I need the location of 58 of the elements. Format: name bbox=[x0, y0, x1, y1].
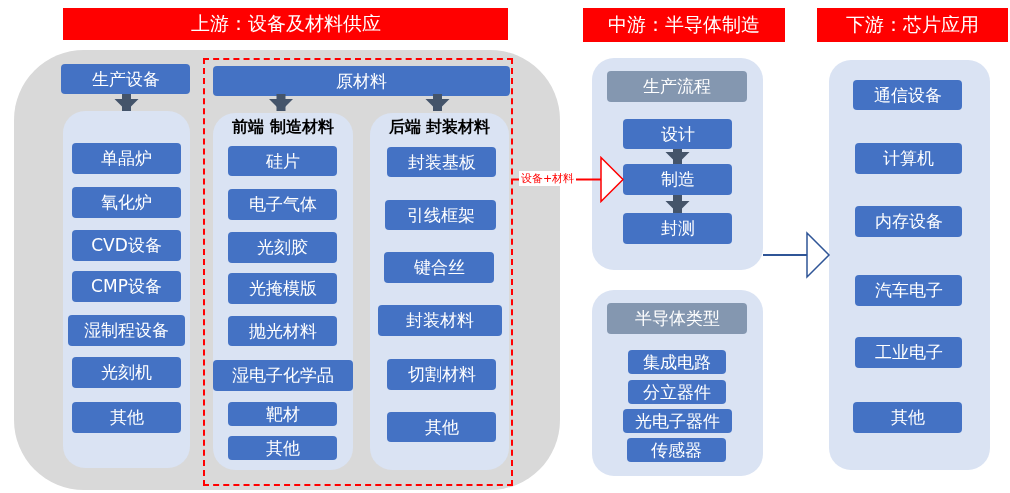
stage-banner: 上游：设备及材料供应 bbox=[63, 8, 508, 40]
edge-label: 设备+材料 bbox=[519, 170, 577, 186]
group-panel bbox=[370, 113, 509, 470]
group-panel bbox=[592, 58, 763, 270]
item-box: 键合丝 bbox=[384, 252, 494, 283]
item-box: 集成电路 bbox=[628, 350, 726, 374]
item-box: 其他 bbox=[387, 412, 496, 442]
arrow bbox=[665, 149, 690, 164]
item-box: 光刻机 bbox=[72, 357, 181, 388]
item-box: 抛光材料 bbox=[228, 316, 337, 346]
arrow bbox=[425, 94, 450, 111]
arrow bbox=[114, 94, 139, 111]
item-box: 原材料 bbox=[213, 66, 510, 96]
item-box: 封装材料 bbox=[378, 305, 502, 336]
section-header: 半导体类型 bbox=[607, 303, 747, 334]
item-box: 计算机 bbox=[855, 143, 962, 174]
item-box: 分立器件 bbox=[628, 380, 726, 404]
item-box: 内存设备 bbox=[855, 206, 962, 237]
item-box: 工业电子 bbox=[855, 337, 962, 368]
item-box: 封测 bbox=[623, 213, 732, 244]
group-panel bbox=[213, 113, 353, 470]
item-box: 封装基板 bbox=[387, 147, 496, 177]
item-box: 光刻胶 bbox=[228, 232, 337, 263]
item-box: 其他 bbox=[72, 402, 181, 433]
item-box: CVD设备 bbox=[72, 230, 181, 261]
block-arrow bbox=[762, 232, 830, 278]
item-box: 氧化炉 bbox=[72, 187, 181, 218]
item-box: 切割材料 bbox=[387, 359, 496, 390]
item-box: 传感器 bbox=[627, 438, 726, 462]
item-box: 靶材 bbox=[228, 402, 337, 426]
item-box: CMP设备 bbox=[72, 271, 181, 302]
panel-heading: 前端 制造材料 bbox=[231, 117, 335, 138]
item-box: 其他 bbox=[228, 436, 337, 460]
item-box: 湿制程设备 bbox=[68, 315, 185, 346]
item-box: 引线框架 bbox=[385, 200, 496, 230]
group-panel bbox=[592, 290, 763, 476]
group-panel bbox=[63, 111, 190, 468]
item-box: 通信设备 bbox=[853, 80, 962, 110]
item-box: 硅片 bbox=[228, 146, 337, 176]
group-panel bbox=[829, 60, 990, 470]
dashed-frame bbox=[203, 58, 513, 486]
item-box: 电子气体 bbox=[228, 189, 337, 220]
item-box: 光电子器件 bbox=[623, 409, 732, 433]
item-box: 设计 bbox=[623, 119, 732, 149]
section-header: 生产流程 bbox=[607, 71, 747, 102]
panel-heading: 后端 封装材料 bbox=[387, 117, 492, 138]
block-arrow bbox=[512, 156, 624, 203]
stage-banner: 下游：芯片应用 bbox=[817, 8, 1008, 42]
arrow bbox=[665, 195, 690, 213]
item-box: 光掩模版 bbox=[228, 273, 337, 304]
item-box: 汽车电子 bbox=[855, 275, 962, 306]
stage-banner: 中游：半导体制造 bbox=[583, 8, 785, 42]
item-box: 湿电子化学品 bbox=[213, 360, 353, 391]
item-box: 其他 bbox=[853, 402, 962, 433]
item-box: 单晶炉 bbox=[72, 143, 181, 174]
item-box: 生产设备 bbox=[61, 64, 190, 94]
item-box: 制造 bbox=[623, 164, 732, 195]
arrow bbox=[269, 94, 293, 111]
